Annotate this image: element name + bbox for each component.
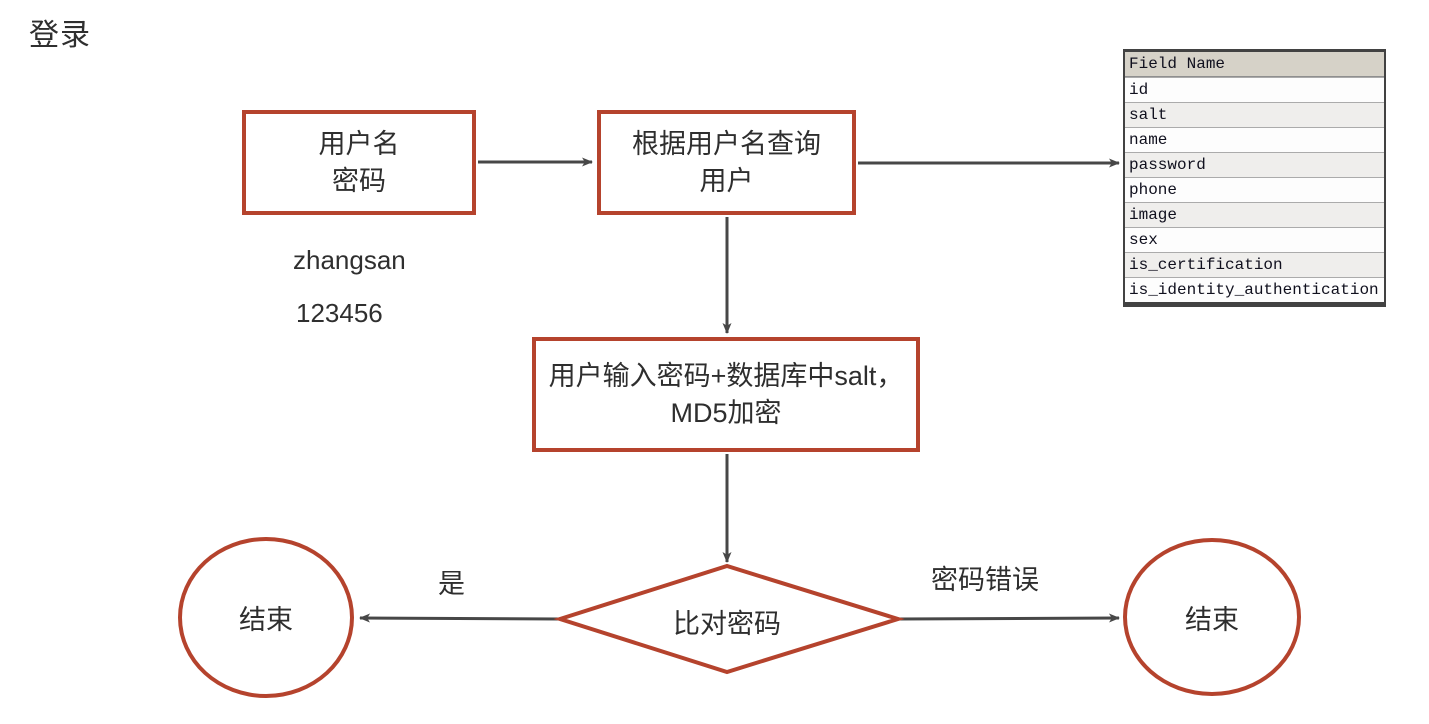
table-row: is_identity_authentication (1125, 277, 1384, 302)
field-table-header: Field Name (1125, 52, 1384, 77)
md5-encrypt-box: 用户输入密码+数据库中salt， MD5加密 (532, 337, 920, 452)
credentials-box-line2: 密码 (332, 165, 386, 196)
arrow-diamond-to-end-left (359, 613, 561, 623)
table-row: password (1125, 152, 1384, 177)
page-title: 登录 (29, 19, 91, 52)
end-circle-right: 结束 (1123, 538, 1301, 696)
password-sample-text: 123456 (296, 298, 383, 328)
table-row: sex (1125, 227, 1384, 252)
username-sample-text: zhangsan (293, 245, 406, 275)
md5-encrypt-box-line2: MD5加密 (670, 397, 782, 428)
end-circle-left: 结束 (178, 537, 354, 698)
end-circle-right-label: 结束 (1185, 604, 1239, 635)
table-row: phone (1125, 177, 1384, 202)
credentials-box-line1: 用户名 (318, 128, 400, 159)
query-user-box: 根据用户名查询 用户 (597, 110, 856, 215)
arrow-diamond-to-end-right (897, 613, 1120, 623)
table-row: is_certification (1125, 252, 1384, 277)
query-user-box-line2: 用户 (699, 165, 754, 196)
edge-label-wrong-password: 密码错误 (931, 565, 1039, 595)
table-row: name (1125, 127, 1384, 152)
md5-encrypt-box-line1: 用户输入密码+数据库中salt， (548, 360, 904, 391)
field-name-table: Field Name id salt name password phone i… (1123, 49, 1386, 307)
table-row: salt (1125, 102, 1384, 127)
table-row: id (1125, 77, 1384, 102)
compare-password-label: 比对密码 (673, 609, 781, 639)
credentials-box: 用户名 密码 (242, 110, 476, 215)
end-circle-left-label: 结束 (239, 605, 293, 635)
table-row: image (1125, 202, 1384, 227)
query-user-box-line1: 根据用户名查询 (632, 128, 821, 159)
edge-label-yes: 是 (438, 569, 465, 599)
